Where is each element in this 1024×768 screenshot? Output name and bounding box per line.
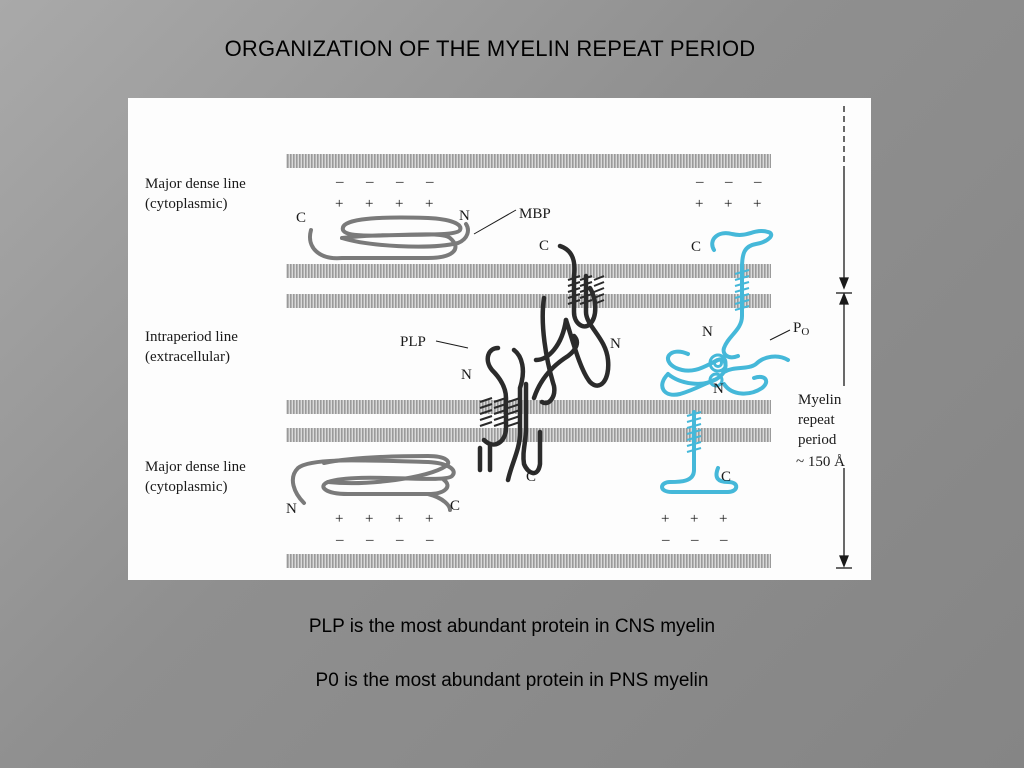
mbp-leader-line	[473, 209, 517, 235]
minus-sign: –	[753, 174, 762, 190]
mbp-bottom-c-terminal-label: C	[450, 498, 460, 514]
membrane-band-2	[286, 264, 771, 278]
plus-sign: +	[425, 196, 433, 212]
plus-sign: +	[661, 511, 669, 527]
major-dense-line-bottom-label: Major dense line	[145, 459, 246, 475]
mbp-bottom-n-terminal-label: N	[286, 501, 297, 517]
plus-sign: +	[365, 196, 373, 212]
membrane-band-4	[286, 400, 771, 414]
p0-swirl	[708, 353, 728, 388]
minus-sign: –	[425, 532, 434, 548]
membrane-band-6	[286, 554, 771, 568]
plp-protein	[477, 243, 611, 483]
p0-leader-line	[769, 329, 791, 341]
repeat-period-label-line2: repeat	[798, 412, 835, 428]
minus-sign: –	[335, 532, 344, 548]
repeat-period-label-line3: period	[798, 432, 837, 448]
repeat-period-distance-label: ~ 150 Å	[796, 454, 845, 470]
minus-sign: –	[365, 174, 374, 190]
plp-n-terminal-right-label: N	[610, 336, 621, 352]
caption-p0: P0 is the most abundant protein in PNS m…	[315, 670, 709, 691]
minus-sign: –	[661, 532, 670, 548]
membrane-band-5	[286, 428, 771, 442]
plp-c-terminal-bottom-label: C	[526, 469, 536, 485]
minus-sign: –	[395, 532, 404, 548]
minus-sign: –	[719, 532, 728, 548]
plp-label: PLP	[400, 334, 426, 350]
plus-sign: +	[719, 511, 727, 527]
mbp-c-terminal-label: C	[296, 210, 306, 226]
extracellular-label: (extracellular)	[145, 349, 230, 365]
mbp-label: MBP	[519, 206, 551, 222]
membrane-band-1	[286, 154, 771, 168]
minus-sign: –	[425, 174, 434, 190]
plus-sign: +	[724, 196, 732, 212]
cytoplasmic-bottom-label: (cytoplasmic)	[145, 479, 227, 495]
membrane-band-3	[286, 294, 771, 308]
mbp-n-terminal-label: N	[459, 208, 470, 224]
plus-sign: +	[395, 196, 403, 212]
plp-helices	[479, 275, 605, 427]
p0-n-terminal-top-label: N	[702, 324, 713, 340]
intraperiod-line-label: Intraperiod line	[145, 329, 238, 345]
plp-c-terminal-top-label: C	[539, 238, 549, 254]
plus-sign: +	[425, 511, 433, 527]
p0-n-terminal-bottom-label: N	[713, 381, 724, 397]
plus-sign: +	[695, 196, 703, 212]
major-dense-line-top-label: Major dense line	[145, 176, 246, 192]
plus-sign: +	[753, 196, 761, 212]
plus-sign: +	[335, 511, 343, 527]
plp-leader-line	[435, 340, 469, 349]
p0-c-terminal-top-label: C	[691, 239, 701, 255]
minus-sign: –	[395, 174, 404, 190]
charge-signs-bottom-left: + + + + – – – –	[335, 511, 434, 548]
charge-signs-top-left: – – – – + + + +	[335, 174, 434, 212]
p0-label: PO	[793, 320, 809, 338]
membrane-bands	[286, 154, 771, 568]
myelin-diagram: Major dense line (cytoplasmic) Intraperi…	[128, 98, 871, 580]
repeat-period-ruler	[836, 106, 852, 569]
plus-sign: +	[690, 511, 698, 527]
plus-sign: +	[395, 511, 403, 527]
p0-protein	[660, 229, 790, 494]
minus-sign: –	[365, 532, 374, 548]
mbp-top	[308, 215, 470, 261]
slide-title: ORGANIZATION OF THE MYELIN REPEAT PERIOD	[224, 36, 756, 61]
plp-n-terminal-left-label: N	[461, 367, 472, 383]
minus-sign: –	[335, 174, 344, 190]
charge-signs-bottom-right: + + + – – –	[661, 511, 728, 548]
diagram-canvas: Major dense line (cytoplasmic) Intraperi…	[145, 106, 852, 569]
mbp-bottom	[290, 453, 456, 512]
plus-sign: +	[335, 196, 343, 212]
p0-c-terminal-bottom-label: C	[721, 469, 731, 485]
minus-sign: –	[690, 532, 699, 548]
caption-plp: PLP is the most abundant protein in CNS …	[308, 616, 716, 637]
plus-sign: +	[365, 511, 373, 527]
minus-sign: –	[724, 174, 733, 190]
repeat-period-label-line1: Myelin	[798, 392, 842, 408]
charge-signs-top-right: – – – + + +	[695, 174, 762, 212]
p0-helices	[686, 269, 750, 453]
cytoplasmic-top-label: (cytoplasmic)	[145, 196, 227, 212]
minus-sign: –	[695, 174, 704, 190]
